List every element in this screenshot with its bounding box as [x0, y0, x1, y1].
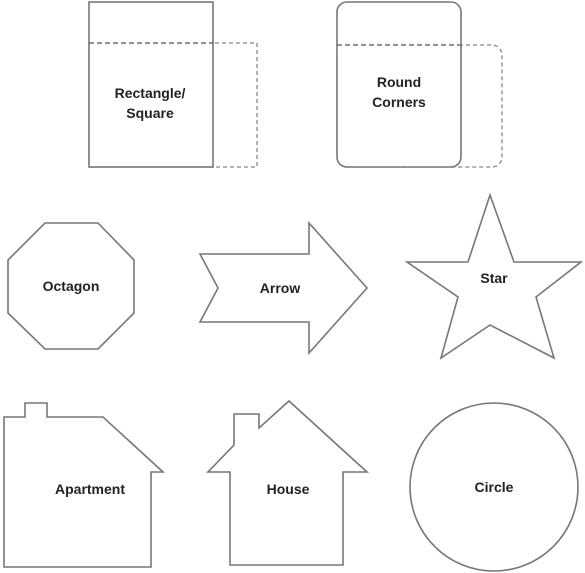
round-corners-label-line2: Corners: [372, 94, 426, 110]
star-label: Star: [480, 270, 508, 286]
apartment-shape: [3, 402, 166, 568]
house-shape: [206, 399, 370, 566]
circle-shape: [409, 402, 579, 572]
star-shape: [404, 192, 584, 360]
house-label: House: [266, 481, 310, 497]
octagon-label: Octagon: [42, 278, 100, 294]
round-corners-label-line1: Round: [376, 74, 422, 90]
rectangle-label-line2: Square: [126, 105, 174, 121]
arrow-label: Arrow: [259, 280, 301, 296]
rectangle-shape-group: [88, 1, 258, 168]
rectangle-shape: [88, 1, 214, 168]
round-corners-label: Round Corners: [372, 72, 426, 112]
rectangle-label-line1: Rectangle/: [114, 85, 186, 101]
octagon-shape: [7, 222, 135, 350]
round-corners-shape-group: [336, 1, 503, 168]
arrow-shape: [198, 220, 369, 356]
round-corners-shape: [336, 1, 462, 168]
rectangle-label: Rectangle/ Square: [115, 83, 186, 123]
circle-label: Circle: [474, 479, 514, 495]
apartment-label: Apartment: [54, 481, 126, 497]
